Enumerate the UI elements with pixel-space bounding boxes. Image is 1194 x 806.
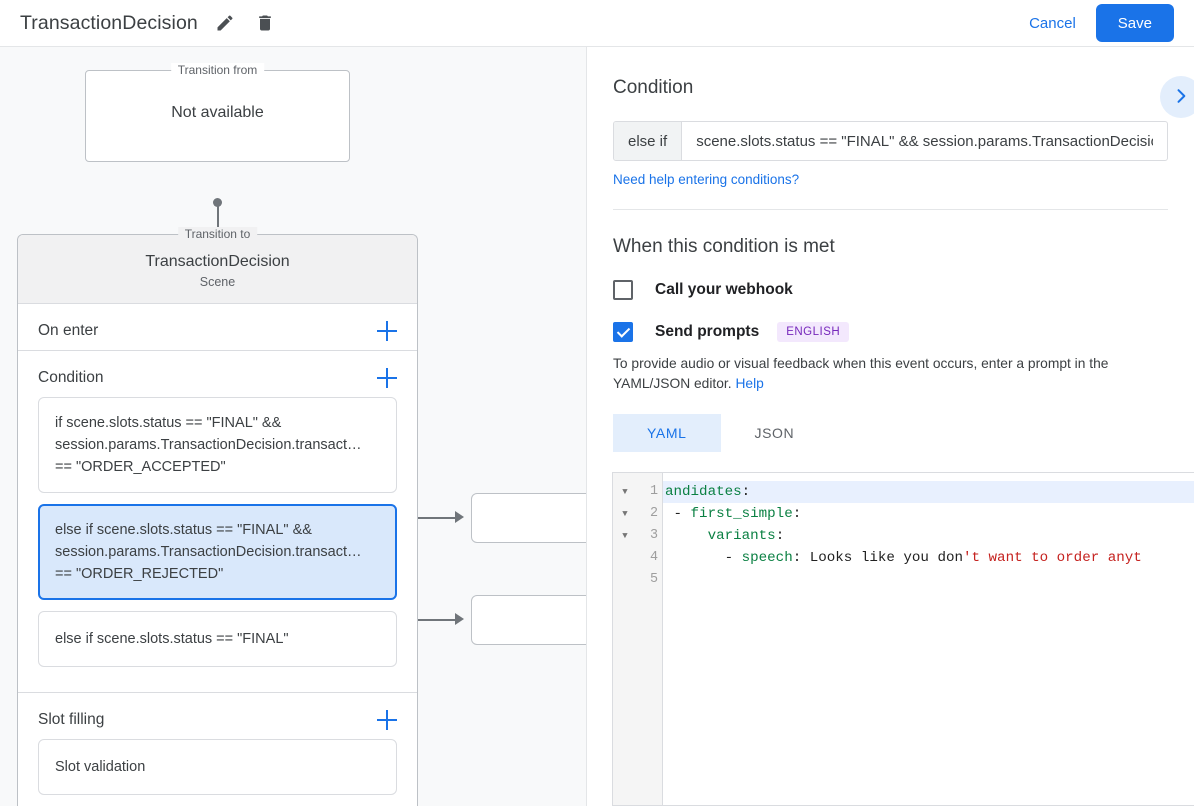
editor-line[interactable]: andidates:	[663, 481, 1194, 503]
code-token: andidates	[665, 484, 742, 500]
target-node-accepted[interactable]	[471, 493, 586, 543]
editor-line-numbers: 1 2 3 4 5	[637, 473, 663, 805]
scene-subtitle: Scene	[199, 275, 236, 289]
condition-prefix-label: else if	[614, 122, 683, 160]
collapse-panel-button[interactable]	[1160, 76, 1194, 118]
connector-arrowhead-accepted	[455, 511, 464, 523]
panel-header-row: Condition	[613, 47, 1168, 99]
when-condition-met-section: When this condition is met Call your web…	[587, 210, 1194, 452]
prompts-help-link[interactable]: Help	[735, 376, 764, 391]
fold-toggle-line-4	[613, 547, 637, 569]
condition-field-row[interactable]: else if	[613, 121, 1168, 161]
code-token: first_simple	[690, 506, 793, 522]
tab-yaml[interactable]: YAML	[613, 414, 721, 452]
editor-line[interactable]: - first_simple:	[663, 503, 1194, 525]
code-token: variants	[707, 528, 776, 544]
edit-name-button[interactable]	[212, 10, 238, 36]
condition-card-final[interactable]: else if scene.slots.status == "FINAL"	[38, 611, 397, 667]
when-met-heading: When this condition is met	[613, 236, 835, 257]
line-number: 1	[649, 484, 658, 499]
condition-help-link[interactable]: Need help entering conditions?	[613, 172, 800, 187]
code-token: :	[792, 506, 802, 522]
fold-toggle-line-1[interactable]: ▼	[622, 487, 628, 497]
section-condition: Condition if scene.slots.status == "FINA…	[18, 351, 417, 693]
code-token: speech	[741, 550, 793, 566]
webhook-checkbox[interactable]	[613, 280, 633, 300]
cancel-button[interactable]: Cancel	[1019, 7, 1086, 40]
scene-title: TransactionDecision	[145, 253, 290, 270]
transition-from-node[interactable]: Transition from Not available	[85, 63, 350, 162]
transition-from-legend: Transition from	[170, 63, 265, 77]
section-title-on-enter: On enter	[38, 322, 99, 339]
code-token: -	[665, 506, 691, 522]
section-title-slot-filling: Slot filling	[38, 711, 105, 728]
slot-validation-card[interactable]: Slot validation	[38, 739, 397, 795]
tab-json[interactable]: JSON	[721, 414, 829, 452]
section-header-slot-filling: Slot filling	[18, 693, 417, 739]
condition-card-rejected[interactable]: else if scene.slots.status == "FINAL" &&…	[38, 504, 397, 600]
code-token: :	[775, 528, 785, 544]
connector-line-rejected	[399, 619, 455, 621]
delete-button[interactable]	[252, 10, 278, 36]
fold-toggle-line-5	[613, 569, 637, 591]
line-number: 2	[649, 506, 658, 521]
prompts-note-text: To provide audio or visual feedback when…	[613, 356, 1109, 391]
trash-icon	[255, 13, 275, 33]
webhook-label: Call your webhook	[655, 281, 793, 298]
editor-line[interactable]: - speech: Looks like you don't want to o…	[663, 547, 1194, 569]
webhook-checkbox-row[interactable]: Call your webhook	[613, 280, 1168, 300]
section-title-condition: Condition	[38, 369, 104, 386]
code-token: -	[665, 550, 742, 566]
section-slot-filling: Slot filling Slot validation	[18, 693, 417, 806]
section-header-on-enter: On enter	[18, 304, 417, 350]
page-title: TransactionDecision	[20, 11, 198, 34]
panel-divider	[613, 209, 1168, 210]
code-token: :	[741, 484, 751, 500]
editor-line[interactable]: variants:	[663, 525, 1194, 547]
connector-arrowhead-rejected	[455, 613, 464, 625]
connector-dot-top	[213, 198, 222, 207]
fold-toggle-line-2[interactable]: ▼	[622, 509, 628, 519]
pencil-icon	[215, 13, 235, 33]
transition-to-legend: Transition to	[177, 227, 258, 241]
section-on-enter: On enter	[18, 304, 417, 351]
add-slot-filling-button[interactable]	[376, 709, 398, 731]
line-number: 3	[649, 528, 658, 543]
send-prompts-checkbox[interactable]	[613, 322, 633, 342]
transition-from-value: Not available	[171, 104, 264, 121]
yaml-editor[interactable]: ▼ ▼ ▼ 1 2 3 4 5 andidates: - first_simpl…	[612, 472, 1194, 806]
line-number: 4	[649, 550, 658, 565]
transition-to-node[interactable]: Transition to TransactionDecision Scene	[18, 227, 417, 304]
target-node-rejected[interactable]	[471, 595, 586, 645]
condition-card-accepted[interactable]: if scene.slots.status == "FINAL" && sess…	[38, 397, 397, 493]
editor-fold-gutter[interactable]: ▼ ▼ ▼	[613, 473, 637, 805]
language-badge: ENGLISH	[777, 322, 850, 342]
send-prompts-checkbox-row[interactable]: Send prompts ENGLISH	[613, 322, 1168, 342]
add-on-enter-button[interactable]	[376, 320, 398, 342]
editor-line[interactable]	[663, 569, 1194, 591]
code-token	[665, 528, 708, 544]
condition-input[interactable]	[682, 122, 1167, 160]
send-prompts-label: Send prompts	[655, 323, 760, 340]
connector-line-accepted	[399, 517, 455, 519]
prompts-note: To provide audio or visual feedback when…	[613, 354, 1168, 394]
add-condition-button[interactable]	[376, 367, 398, 389]
code-token: :	[792, 550, 810, 566]
scene-panel: Transition to TransactionDecision Scene …	[17, 227, 418, 806]
editor-code-area[interactable]: andidates: - first_simple: variants: - s…	[663, 473, 1194, 805]
code-token: Looks like you don	[809, 550, 963, 566]
chevron-right-icon	[1171, 86, 1191, 109]
condition-section: Condition else if Need help entering con…	[587, 47, 1194, 210]
code-token: 't want to order anyt	[963, 550, 1142, 566]
flow-canvas[interactable]: Transition from Not available Transition…	[0, 47, 586, 806]
line-number: 5	[649, 572, 658, 587]
editor-format-tabs: YAML JSON	[613, 414, 1168, 452]
section-header-condition: Condition	[18, 351, 417, 397]
panel-heading: Condition	[613, 77, 694, 98]
save-button[interactable]: Save	[1095, 4, 1174, 42]
fold-toggle-line-3[interactable]: ▼	[622, 531, 628, 541]
top-bar: TransactionDecision Cancel Save	[0, 0, 1194, 47]
